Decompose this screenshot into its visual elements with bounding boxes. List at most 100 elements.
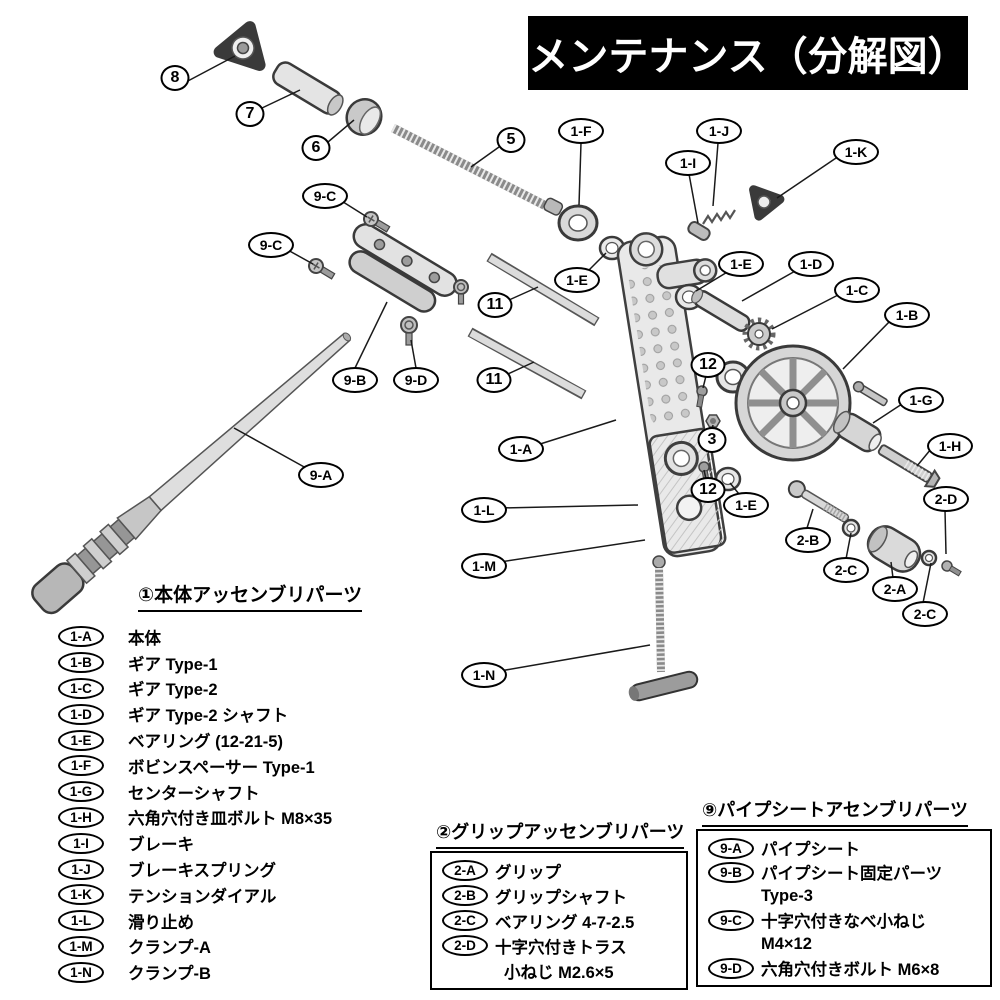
part-flat-head-bolt bbox=[877, 444, 941, 488]
part-code-badge: 1-N bbox=[58, 961, 104, 983]
part-rod-lower bbox=[467, 327, 587, 400]
parts-item-2-b: 2-B グリップシャフト bbox=[442, 883, 678, 908]
parts-item-2-d: 2-D 十字穴付きトラス bbox=[442, 933, 678, 958]
parts-item-1-m: 1-M クランプ-A bbox=[58, 934, 428, 960]
part-end-knob bbox=[345, 98, 383, 136]
part-name: 六角穴付きボルト M6×8 bbox=[761, 961, 940, 979]
part-code-badge: 2-D bbox=[442, 935, 488, 956]
parts-item-1-h: 1-H 六角穴付き皿ボルト M8×35 bbox=[58, 805, 428, 831]
part-name: ギア Type-1 bbox=[128, 655, 218, 674]
part-code-badge: 1-G bbox=[58, 781, 104, 803]
part-name-line2: M4×12 bbox=[761, 934, 812, 953]
part-center-shaft bbox=[832, 410, 882, 453]
part-code-badge: 2-B bbox=[442, 885, 488, 906]
part-name: ギア Type-2 シャフト bbox=[128, 707, 289, 726]
part-name: 六角穴付き皿ボルト M8×35 bbox=[128, 810, 332, 829]
part-grip bbox=[866, 525, 922, 573]
part-gear-type2 bbox=[742, 317, 776, 351]
parts-item-1-a: 1-A 本体 bbox=[58, 624, 428, 650]
parts-item-continuation: Type-3 bbox=[708, 884, 982, 908]
parts-item-1-b: 1-B ギア Type-1 bbox=[58, 650, 428, 676]
parts-item-1-g: 1-G センターシャフト bbox=[58, 779, 428, 805]
part-code-badge: 1-F bbox=[58, 755, 104, 777]
parts-item-1-n: 1-N クランプ-B bbox=[58, 959, 428, 985]
part-name: クランプ-A bbox=[128, 939, 211, 958]
part-code-badge: 2-C bbox=[442, 910, 488, 931]
part-name: センターシャフト bbox=[128, 784, 260, 803]
parts-item-continuation: 小ねじ M2.6×5 bbox=[442, 958, 678, 983]
part-name: ブレーキ bbox=[128, 836, 194, 855]
part-bobbin-spacer bbox=[557, 204, 599, 242]
parts-item-1-l: 1-L 滑り止め bbox=[58, 908, 428, 934]
parts-item-9-c: 9-C 十字穴付きなべ小ねじ bbox=[708, 908, 982, 932]
part-bearing-grip-a bbox=[841, 518, 861, 538]
part-spacer-tube bbox=[272, 61, 344, 116]
part-name: 十字穴付きトラス bbox=[495, 938, 627, 957]
part-name: 十字穴付きなべ小ねじ bbox=[761, 913, 926, 931]
part-small-bolt bbox=[852, 380, 888, 407]
part-nut-3 bbox=[705, 414, 721, 428]
part-code-badge: 9-A bbox=[708, 837, 754, 859]
part-main-shaft-screw bbox=[390, 123, 564, 216]
part-code-badge: 1-M bbox=[58, 935, 104, 957]
part-code-badge: 1-B bbox=[58, 652, 104, 674]
part-rod-upper bbox=[486, 252, 600, 327]
part-pan-screw-b bbox=[308, 258, 336, 280]
parts-item-1-f: 1-F ボビンスペーサー Type-1 bbox=[58, 753, 428, 779]
page-title: メンテナンス（分解図） bbox=[528, 35, 968, 79]
parts-item-2-c: 2-C ベアリング 4-7-2.5 bbox=[442, 908, 678, 933]
part-name: 滑り止め bbox=[128, 913, 194, 932]
part-pipe-seat-clamp bbox=[348, 223, 458, 313]
part-name: ボビンスペーサー Type-1 bbox=[128, 758, 315, 777]
part-name: グリップシャフト bbox=[495, 888, 627, 907]
part-name: ベアリング 4-7-2.5 bbox=[495, 913, 635, 932]
part-name: テンションダイアル bbox=[128, 887, 277, 906]
part-code-badge: 1-A bbox=[58, 626, 104, 648]
part-brake bbox=[687, 221, 711, 241]
part-code-badge: 9-C bbox=[708, 909, 754, 931]
part-name: 本体 bbox=[128, 629, 161, 648]
part-hex-bolt-a bbox=[400, 316, 418, 346]
part-gear-shaft bbox=[691, 288, 751, 332]
part-name-line2: 小ねじ M2.6×5 bbox=[504, 963, 614, 982]
part-code-badge: 1-H bbox=[58, 806, 104, 828]
title-banner: メンテナンス（分解図） bbox=[528, 16, 968, 90]
part-tension-dial bbox=[749, 185, 785, 221]
part-code-badge: 1-C bbox=[58, 677, 104, 699]
part-name-line2: Type-3 bbox=[761, 886, 813, 905]
part-name: クランプ-B bbox=[128, 965, 211, 984]
part-gear-type1-wheel bbox=[734, 344, 852, 462]
part-code-badge: 1-E bbox=[58, 729, 104, 751]
part-grip-shaft bbox=[787, 480, 850, 523]
section-header-body: ①本体アッセンブリパーツ bbox=[138, 580, 363, 612]
part-brake-spring bbox=[702, 209, 736, 225]
leader-lines bbox=[185, 55, 947, 672]
part-drag-dial bbox=[213, 21, 266, 71]
part-name: ギア Type-2 bbox=[128, 681, 218, 700]
part-hex-bolt-b bbox=[453, 279, 469, 305]
parts-item-1-c: 1-C ギア Type-2 bbox=[58, 676, 428, 702]
part-bearing-grip-b bbox=[920, 549, 938, 567]
part-code-badge: 9-B bbox=[708, 861, 754, 883]
section-header-grip: ②グリップアッセンブリパーツ bbox=[436, 818, 685, 849]
part-bearing-d bbox=[714, 466, 742, 492]
part-code-badge: 1-J bbox=[58, 858, 104, 880]
part-code-badge: 1-L bbox=[58, 910, 104, 932]
part-name: ベアリング (12-21-5) bbox=[128, 733, 283, 752]
parts-item-continuation: M4×12 bbox=[708, 932, 982, 956]
part-code-badge: 2-A bbox=[442, 860, 488, 881]
parts-item-1-e: 1-E ベアリング (12-21-5) bbox=[58, 727, 428, 753]
